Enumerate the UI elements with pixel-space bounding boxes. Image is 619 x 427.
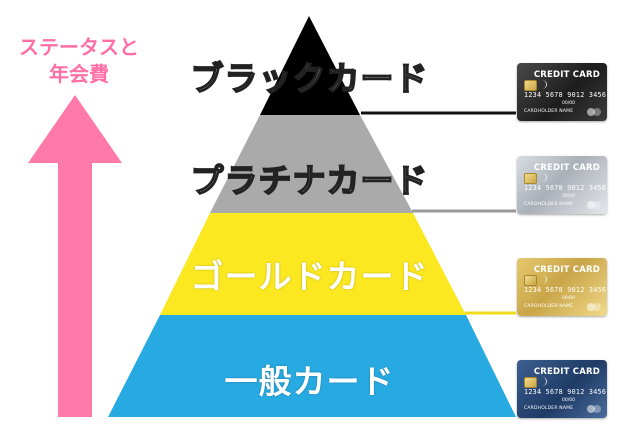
card-holder: CARDHOLDER NAME <box>524 202 574 207</box>
axis-label: ステータスと 年会費 <box>0 34 158 88</box>
card-expiry: 00/00 <box>562 398 575 403</box>
card-number: 1234 5678 9012 3456 <box>524 286 607 294</box>
status-arrow <box>28 95 122 417</box>
card-number: 1234 5678 9012 3456 <box>524 91 607 99</box>
tier-black-layer <box>260 16 360 115</box>
tier-label-general: 一般カード <box>224 362 395 401</box>
card-holder: CARDHOLDER NAME <box>524 304 574 309</box>
card-brand: CREDIT CARD <box>533 265 600 275</box>
tier-gold-layer <box>160 213 466 315</box>
chip-icon <box>524 80 537 91</box>
card-expiry: 00/00 <box>562 101 575 106</box>
card-network-icon <box>587 108 601 116</box>
tier-general-layer <box>108 315 516 417</box>
contactless-icon <box>539 173 547 182</box>
card-holder: CARDHOLDER NAME <box>524 406 574 411</box>
tier-label-platinum: プラチナカード <box>190 160 429 201</box>
credit-card-gold: CREDIT CARD 1234 5678 9012 3456 00/00 CA… <box>517 258 607 316</box>
card-brand: CREDIT CARD <box>533 367 600 377</box>
card-network-icon <box>587 303 601 311</box>
card-brand: CREDIT CARD <box>533 70 600 80</box>
tier-platinum-layer <box>210 115 413 213</box>
chip-icon <box>524 377 537 388</box>
card-expiry: 00/00 <box>562 296 575 301</box>
card-holder: CARDHOLDER NAME <box>524 109 574 114</box>
axis-label-line1: ステータスと <box>19 35 139 59</box>
credit-card-general: CREDIT CARD 1234 5678 9012 3456 00/00 CA… <box>517 360 607 418</box>
axis-label-line2: 年会費 <box>49 62 109 86</box>
contactless-icon <box>539 275 547 284</box>
tier-label-black: ブラックカード <box>190 58 429 99</box>
chip-icon <box>524 275 537 286</box>
chip-icon <box>524 173 537 184</box>
card-expiry: 00/00 <box>562 194 575 199</box>
card-network-icon <box>587 405 601 413</box>
credit-card-black: CREDIT CARD 1234 5678 9012 3456 00/00 CA… <box>517 63 607 121</box>
card-number: 1234 5678 9012 3456 <box>524 184 607 192</box>
contactless-icon <box>539 80 547 89</box>
credit-card-platinum: CREDIT CARD 1234 5678 9012 3456 00/00 CA… <box>517 156 607 214</box>
card-brand: CREDIT CARD <box>533 163 600 173</box>
contactless-icon <box>539 377 547 386</box>
card-number: 1234 5678 9012 3456 <box>524 388 607 396</box>
card-network-icon <box>587 201 601 209</box>
tier-label-gold: ゴールドカード <box>190 257 429 296</box>
